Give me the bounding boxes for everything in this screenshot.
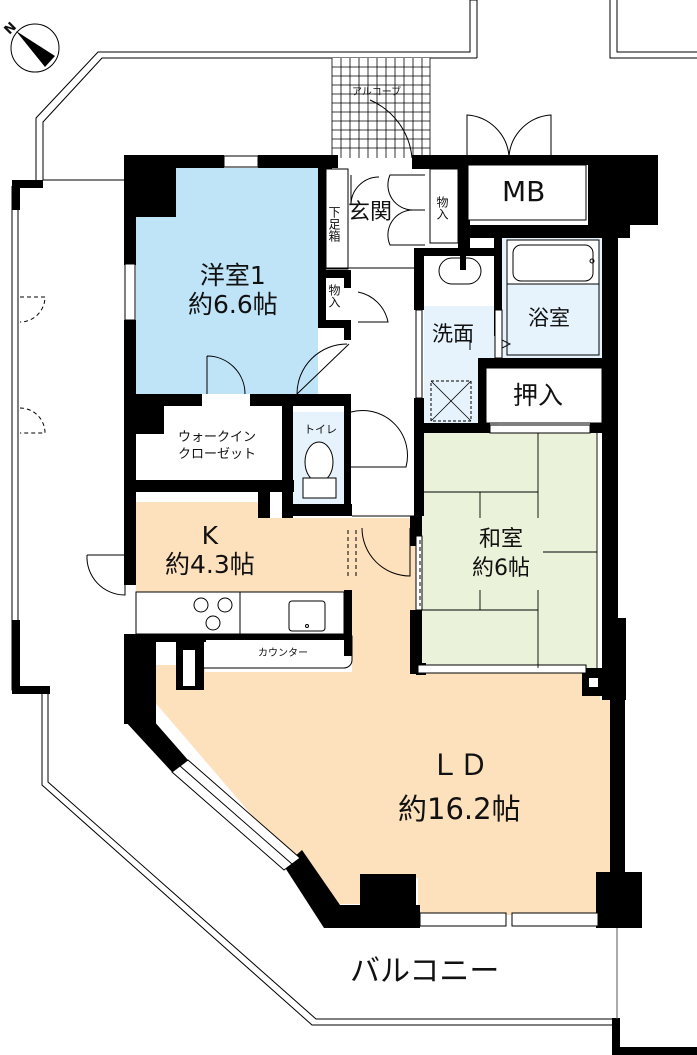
kitchen-label: K 約4.3帖 bbox=[165, 521, 255, 580]
walk-in-closet-line1: ウォークイン bbox=[178, 430, 257, 445]
compass-icon bbox=[10, 23, 60, 73]
washroom-label: 洗面 bbox=[432, 322, 474, 346]
alcove-tiles bbox=[331, 58, 431, 159]
windows bbox=[124, 155, 599, 927]
corridor-door-swings bbox=[19, 296, 46, 434]
balcony-label: バルコニー bbox=[350, 954, 500, 989]
walls bbox=[124, 155, 658, 928]
walk-in-closet-label: ウォークイン クローゼット bbox=[178, 430, 256, 464]
mb-label: MB bbox=[502, 175, 546, 208]
counter-label: カウンター bbox=[258, 648, 308, 659]
tatami-lines bbox=[422, 433, 598, 668]
oshiire-label: 押入 bbox=[513, 381, 564, 410]
entrance-label: 玄関 bbox=[348, 200, 393, 225]
bath-label: 浴室 bbox=[528, 306, 570, 330]
kitchen-size: 約4.3帖 bbox=[165, 549, 255, 579]
toilet-label: トイレ bbox=[304, 423, 337, 436]
storage-hall-label: 物入 bbox=[327, 284, 341, 308]
storage-entrance-label: 物入 bbox=[435, 196, 449, 220]
western-room-1-size: 約6.6帖 bbox=[188, 289, 278, 319]
japanese-room-label: 和室 約6帖 bbox=[472, 526, 530, 583]
japanese-room-size: 約6帖 bbox=[472, 555, 530, 581]
kitchen-name: K bbox=[201, 521, 219, 550]
western-room-1-label: 洋室1 約6.6帖 bbox=[188, 261, 278, 320]
shoe-box-label: 下足箱 bbox=[327, 206, 341, 242]
walk-in-closet-line2: クローゼット bbox=[178, 446, 257, 462]
ld-name: ＬＤ bbox=[430, 748, 489, 782]
alcove-label: アルコーブ bbox=[352, 87, 402, 98]
japanese-room-name: 和室 bbox=[478, 527, 523, 552]
ld-size: 約16.2帖 bbox=[398, 791, 521, 826]
ld-label: ＬＤ 約16.2帖 bbox=[398, 744, 521, 831]
western-room-1-name: 洋室1 bbox=[199, 261, 266, 290]
